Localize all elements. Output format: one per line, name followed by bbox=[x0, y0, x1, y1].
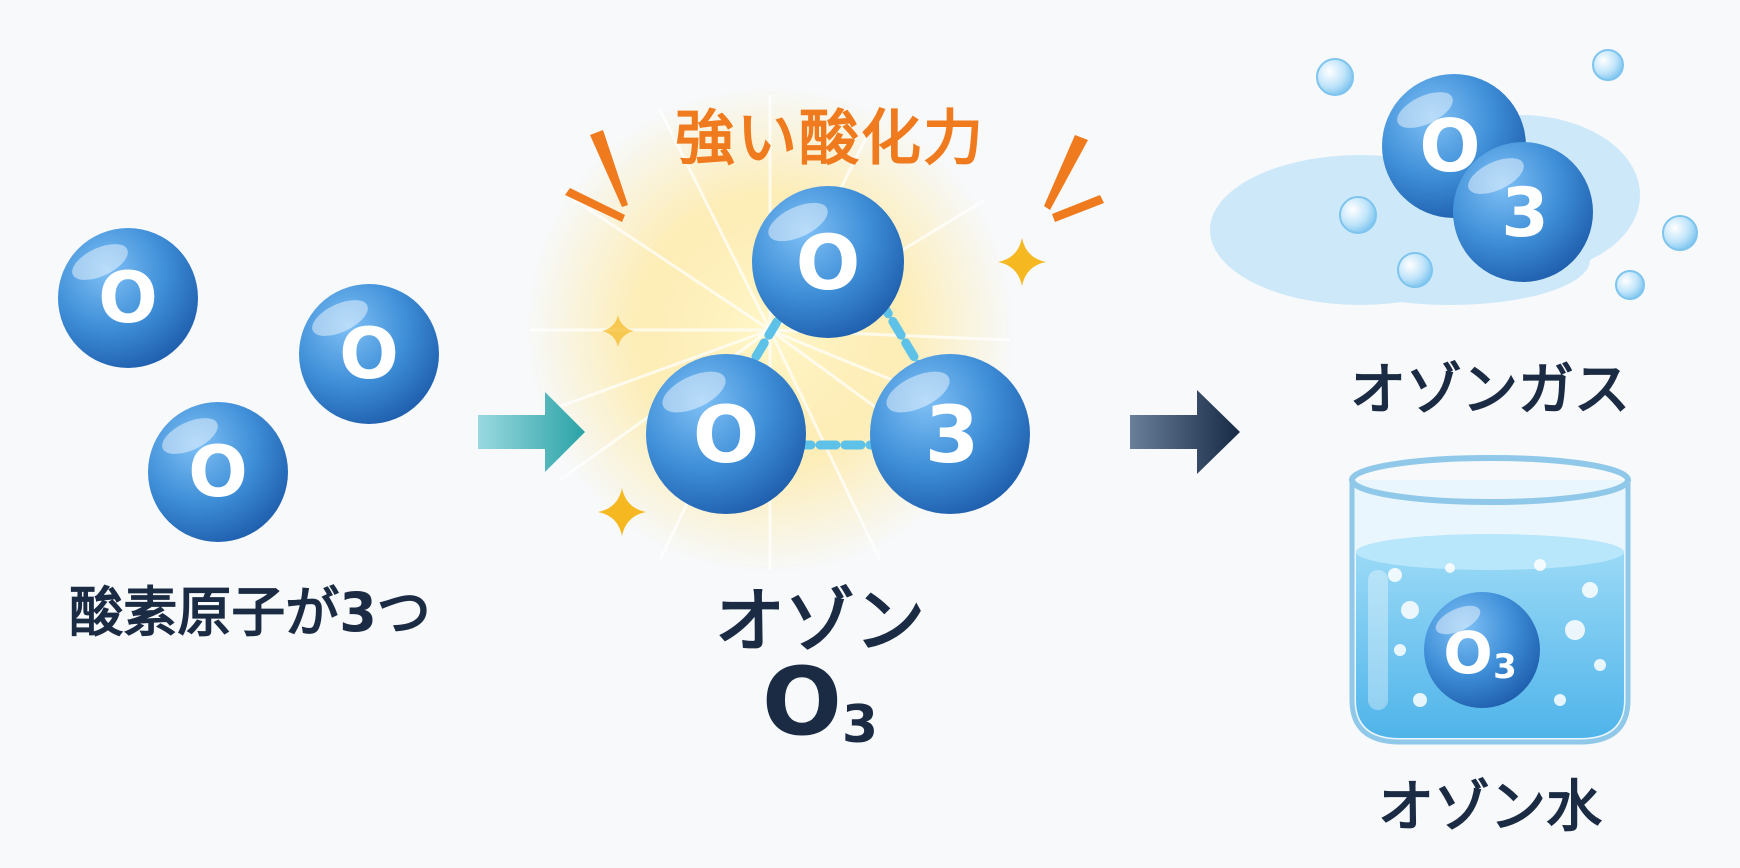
gas-atom-3: 3 bbox=[1453, 142, 1593, 282]
formula-main: O bbox=[761, 648, 842, 757]
atom-letter: 3 bbox=[925, 391, 979, 481]
center-atom-top: O bbox=[752, 186, 904, 338]
water-atom: O 3 bbox=[1424, 592, 1540, 708]
atom-letter: O bbox=[1443, 619, 1492, 687]
burst-icon bbox=[565, 130, 1104, 222]
ozone-water-label: オゾン水 bbox=[1378, 775, 1602, 840]
atom-subscript: 3 bbox=[1493, 647, 1517, 687]
left-atom-3: O bbox=[148, 402, 288, 542]
arrow-right-icon bbox=[1130, 390, 1240, 474]
atom-letter: O bbox=[188, 431, 248, 513]
atom-letter: O bbox=[796, 218, 861, 307]
oxygen-atoms-label: 酸素原子が3つ bbox=[69, 581, 431, 644]
atom-letter: O bbox=[98, 257, 158, 339]
formula-subscript: 3 bbox=[841, 695, 879, 755]
bubble-icon bbox=[1316, 49, 1698, 300]
left-atom-1: O bbox=[58, 228, 198, 368]
ozone-name-label: オゾン bbox=[715, 580, 925, 662]
ozone-formula: O3 bbox=[650, 656, 990, 764]
center-atom-right: 3 bbox=[870, 354, 1030, 514]
atom-letter: O bbox=[693, 391, 759, 481]
atom-letter: O bbox=[339, 313, 399, 395]
left-atom-2: O bbox=[299, 284, 439, 424]
ozone-gas-label: オゾンガス bbox=[1350, 358, 1630, 423]
atom-letter: 3 bbox=[1501, 174, 1548, 253]
center-atom-left: O bbox=[646, 354, 806, 514]
oxidizing-power-label: 強い酸化力 bbox=[675, 104, 985, 174]
sparkle-icon bbox=[598, 238, 1046, 536]
arrow-right-icon bbox=[478, 392, 585, 472]
